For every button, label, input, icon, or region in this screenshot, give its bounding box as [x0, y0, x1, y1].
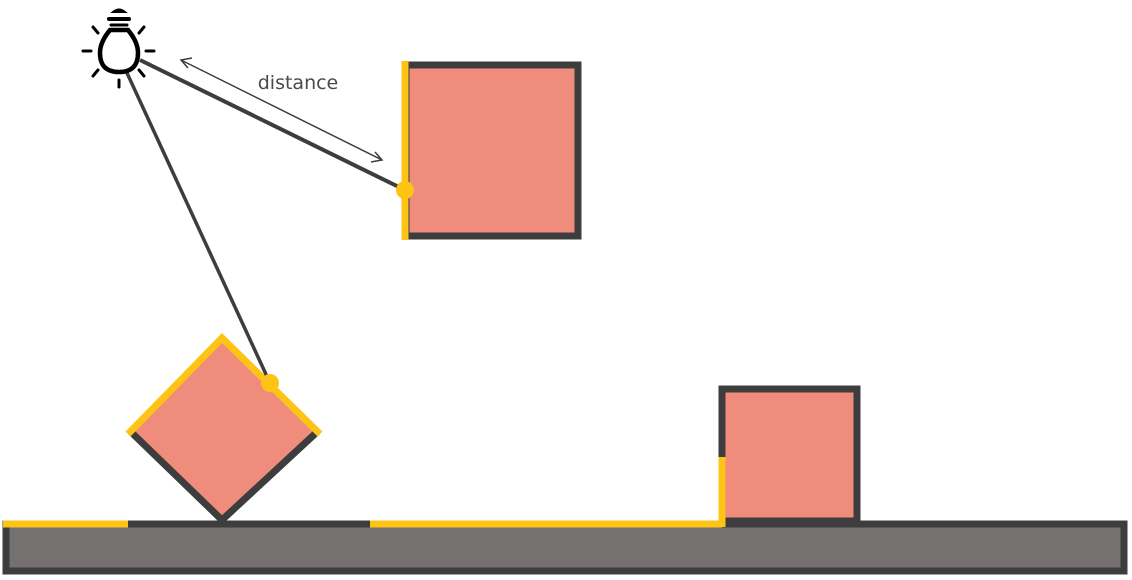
lightbulb-icon: [81, 8, 156, 89]
upper-box-hit-point: [396, 181, 414, 199]
bulb-glass: [97, 27, 141, 75]
ray-to-upper-box: [139, 58, 406, 192]
ray-to-rotated-box: [125, 72, 272, 384]
distance-arrow-line: [180, 59, 383, 161]
distance-arrow-head-end: [370, 151, 384, 163]
bulb-ray-upper-left: [91, 25, 100, 35]
distance-arrow-head-start: [179, 57, 193, 69]
rotated-box-lit-edges: [125, 333, 323, 437]
ground-box: [718, 385, 861, 527]
upper-box-body: [402, 61, 582, 240]
bulb-ray-lower-left: [91, 68, 100, 78]
ground: [2, 520, 1128, 575]
distance-arrow: distance: [179, 57, 384, 163]
rotated-box: [125, 333, 323, 525]
distance-label: distance: [258, 72, 339, 94]
bulb-ray-upper-right: [137, 25, 146, 35]
bulb-cap: [110, 8, 128, 13]
rotated-box-body: [131, 338, 317, 520]
upper-box: [401, 61, 582, 240]
rotated-box-shadow-edges: [128, 429, 320, 525]
ground-slab: [2, 520, 1128, 575]
bulb-ray-lower-right: [137, 68, 146, 78]
rotated-box-hit-point: [261, 374, 279, 392]
ground-box-body: [718, 385, 861, 525]
